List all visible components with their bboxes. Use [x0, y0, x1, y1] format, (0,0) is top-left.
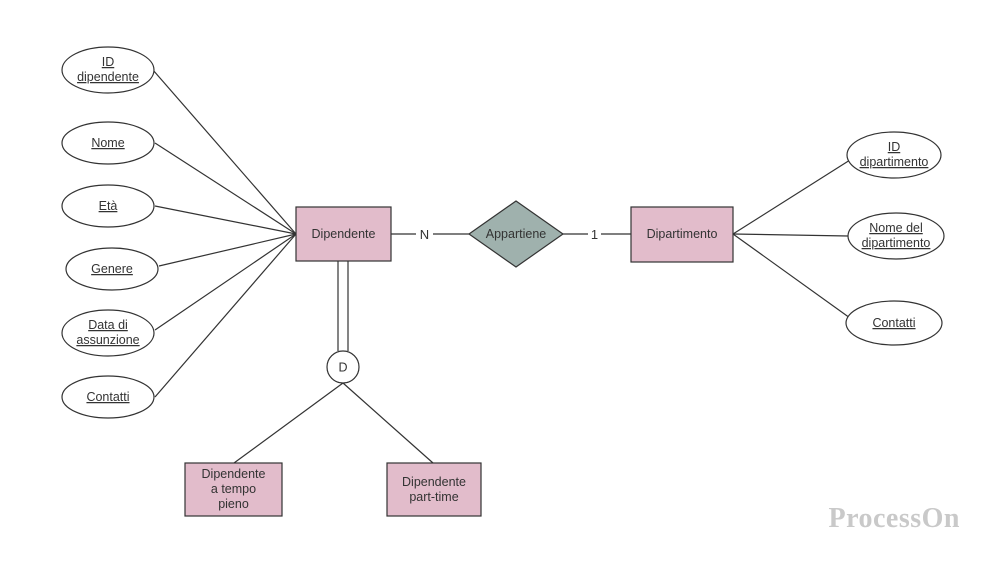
entity-label: pieno	[218, 497, 249, 511]
attribute-id-dipartimento[interactable]: ID dipartimento	[846, 131, 942, 179]
entity-label: Dipartimento	[647, 227, 718, 241]
connector-part-time	[342, 382, 434, 464]
attribute-label: assunzione	[76, 333, 139, 347]
relationship-label: Appartiene	[486, 227, 547, 241]
processon-watermark: ProcessOn	[828, 503, 960, 534]
attribute-data-assunzione[interactable]: Data di assunzione	[61, 309, 155, 357]
entity-label: part-time	[409, 490, 458, 504]
attribute-genere[interactable]: Genere	[65, 247, 159, 291]
connector-nome	[154, 142, 297, 235]
attribute-label: ID	[102, 55, 115, 69]
connector-genere	[158, 233, 297, 267]
dipendente-attribute-connectors	[152, 69, 297, 398]
attribute-label: Data di	[88, 318, 128, 332]
entity-dipendente[interactable]: Dipendente	[295, 206, 392, 262]
attribute-label: Nome del	[869, 221, 923, 235]
attribute-label: Genere	[91, 262, 133, 276]
entity-dipartimento[interactable]: Dipartimento	[630, 206, 734, 263]
entity-dipendente-tempo-pieno[interactable]: Dipendente a tempo pieno	[184, 462, 283, 517]
attribute-label: Età	[99, 199, 118, 213]
entity-dipendente-part-time[interactable]: Dipendente part-time	[386, 462, 482, 517]
dipendente-attributes: ID dipendente Nome Età Genere Data di as…	[61, 46, 159, 419]
cardinality-1: 1	[591, 227, 598, 242]
attribute-contatti-dipartimento[interactable]: Contatti	[845, 300, 943, 346]
attribute-nome[interactable]: Nome	[61, 121, 155, 165]
attribute-label: Contatti	[872, 316, 915, 330]
dipartimento-attribute-connectors	[732, 159, 851, 319]
attribute-id-dipendente[interactable]: ID dipendente	[61, 46, 155, 94]
relationship-appartiene[interactable]: Appartiene	[467, 200, 565, 268]
connector-nome-dipartimento	[732, 233, 849, 237]
connector-contatti-dipartimento	[732, 233, 851, 319]
dipartimento-attributes: ID dipartimento Nome del dipartimento Co…	[845, 131, 945, 346]
specialization-disjoint[interactable]: D	[326, 350, 360, 384]
connector-tempo-pieno	[233, 382, 344, 464]
connector-eta	[154, 205, 297, 235]
entity-label: a tempo	[211, 482, 256, 496]
attribute-label: ID	[888, 140, 901, 154]
attribute-label: dipendente	[77, 70, 139, 84]
entity-label: Dipendente	[402, 475, 466, 489]
attribute-label: dipartimento	[862, 236, 931, 250]
specialization-label: D	[338, 361, 347, 375]
connector-contatti-dipendente	[154, 233, 297, 398]
attribute-label: Nome	[91, 136, 124, 150]
connector-id-dipendente	[152, 69, 297, 235]
specialization-connectors	[233, 261, 434, 464]
attribute-nome-dipartimento[interactable]: Nome del dipartimento	[847, 212, 945, 260]
connector-data-assunzione	[154, 233, 297, 331]
cardinality-n: N	[420, 227, 429, 242]
entity-label: Dipendente	[202, 467, 266, 481]
entity-label: Dipendente	[312, 227, 376, 241]
attribute-label: dipartimento	[860, 155, 929, 169]
attribute-contatti-dipendente[interactable]: Contatti	[61, 375, 155, 419]
attribute-label: Contatti	[86, 390, 129, 404]
connector-id-dipartimento	[732, 159, 851, 235]
attribute-eta[interactable]: Età	[61, 184, 155, 228]
